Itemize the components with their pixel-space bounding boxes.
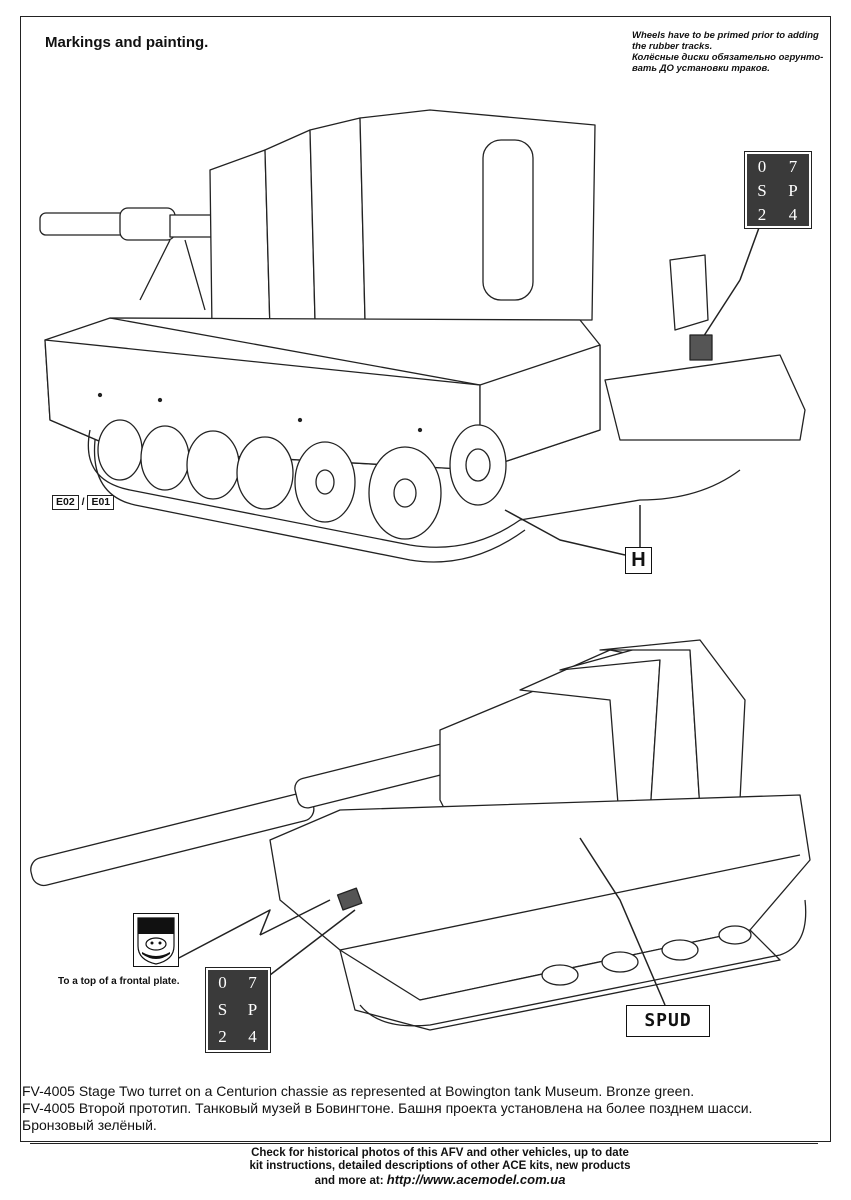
marking-char: 2 <box>757 204 768 224</box>
website-link[interactable]: http://www.acemodel.com.ua <box>386 1172 566 1187</box>
page-frame <box>20 16 831 1142</box>
marking-char: 2 <box>218 1026 228 1046</box>
note-en-line-1: Wheels have to be primed prior to adding <box>632 30 819 41</box>
marking-char: S <box>757 180 768 200</box>
tank-front-view <box>30 639 811 1031</box>
marking-char: 0 <box>218 973 228 993</box>
note-en-line-2: the rubber tracks. <box>632 41 713 52</box>
part-reference: E02 / E01 <box>52 495 115 510</box>
caption-line-1: FV-4005 Stage Two turret on a Centurion … <box>22 1083 695 1099</box>
caption-line-2: FV-4005 Второй прототип. Танковый музей … <box>22 1100 753 1116</box>
part-ref-e01: E01 <box>87 495 115 510</box>
marking-char: 7 <box>788 156 799 176</box>
callout-h-box: H <box>625 547 652 574</box>
tactical-marking-panel-rear: 0 7 S P 2 4 <box>744 151 812 229</box>
tank-side-view <box>39 109 806 563</box>
note-ru-line-1: Колёсные диски обязательно огрунто- <box>632 52 824 63</box>
callout-spud-box: SPUD <box>626 1005 710 1037</box>
note-ru-line-2: вать ДО установки траков. <box>632 63 770 74</box>
vehicle-caption: FV-4005 Stage Two turret on a Centurion … <box>22 1083 752 1134</box>
marking-char: 7 <box>248 973 258 993</box>
page-title: Markings and painting. <box>45 34 209 51</box>
marking-char: 4 <box>248 1026 258 1046</box>
part-ref-separator: / <box>81 496 85 508</box>
caption-line-3: Бронзовый зелёный. <box>22 1117 157 1133</box>
primer-note: Wheels have to be primed prior to adding… <box>632 30 832 74</box>
emblem-icon <box>137 917 175 965</box>
tank-illustrations <box>30 109 811 1031</box>
marking-char: 0 <box>757 156 768 176</box>
marking-char: 4 <box>788 204 799 224</box>
footer-prefix: and more at: <box>314 1175 387 1187</box>
unit-emblem-decal <box>133 913 179 967</box>
part-ref-e02: E02 <box>52 495 79 510</box>
footer-line-2: kit instructions, detailed descriptions … <box>249 1160 631 1172</box>
frontal-plate-note: To a top of a frontal plate. <box>58 976 180 987</box>
marking-char: S <box>217 999 229 1019</box>
footer: Check for historical photos of this AFV … <box>160 1147 720 1188</box>
marking-char: P <box>247 999 259 1019</box>
marking-char: P <box>788 180 799 200</box>
footer-divider <box>30 1143 818 1144</box>
tactical-marking-panel-front: 0 7 S P 2 4 <box>205 967 271 1053</box>
footer-line-1: Check for historical photos of this AFV … <box>251 1147 629 1159</box>
footer-line-3: and more at: http://www.acemodel.com.ua <box>160 1173 720 1188</box>
